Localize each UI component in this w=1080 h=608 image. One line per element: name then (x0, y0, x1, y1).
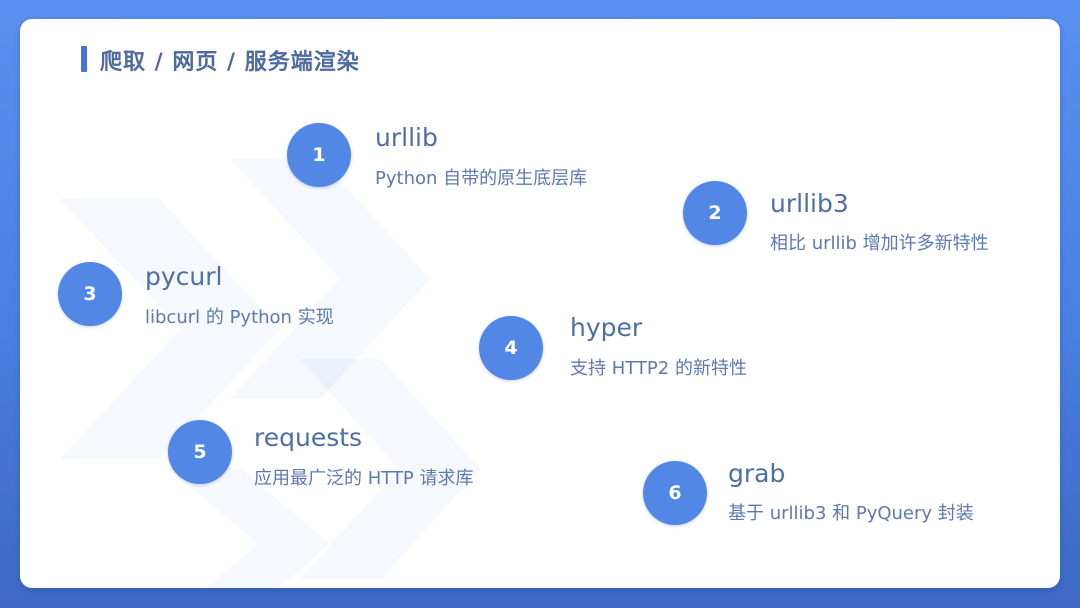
number-badge: 4 (479, 316, 543, 380)
item-name: urllib3 (770, 189, 849, 218)
item-description: Python 自带的原生底层库 (375, 168, 588, 189)
number-badge: 6 (643, 461, 707, 525)
number-badge: 1 (287, 123, 351, 187)
number-badge: 5 (168, 420, 232, 484)
chevron-decoration (60, 199, 280, 459)
item-name: hyper (570, 313, 643, 342)
title-accent-bar (81, 46, 87, 72)
item-name: grab (728, 459, 786, 488)
item-name: pycurl (145, 262, 223, 291)
item-description: 相比 urllib 增加许多新特性 (770, 233, 989, 254)
number-badge: 3 (58, 262, 122, 326)
item-description: libcurl 的 Python 实现 (145, 307, 334, 328)
item-name: urllib (375, 123, 438, 152)
number-badge: 2 (683, 181, 747, 245)
item-name: requests (254, 423, 363, 452)
item-description: 应用最广泛的 HTTP 请求库 (254, 468, 474, 489)
breadcrumb: 爬取 / 网页 / 服务端渲染 (100, 50, 360, 75)
slide-card: 爬取 / 网页 / 服务端渲染 1 urllib Python 自带的原生底层库… (20, 19, 1060, 588)
item-description: 基于 urllib3 和 PyQuery 封装 (728, 503, 974, 524)
item-description: 支持 HTTP2 的新特性 (570, 358, 747, 379)
